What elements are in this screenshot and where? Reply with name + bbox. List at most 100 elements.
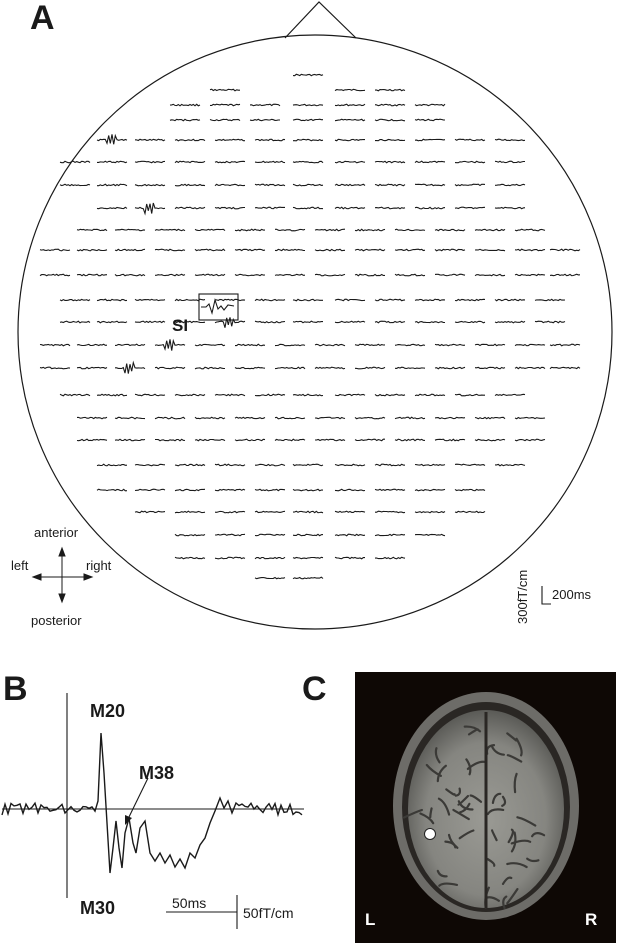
sensor-trace <box>292 533 324 537</box>
sensor-trace <box>154 248 186 252</box>
sensor-trace <box>334 160 366 164</box>
sulcus <box>419 812 435 825</box>
sensor-trace <box>254 393 286 397</box>
waveform-scale-time: 50ms <box>172 895 207 911</box>
sensor-trace <box>174 488 206 492</box>
sensor-trace <box>96 488 128 492</box>
sensor-trace <box>414 533 446 537</box>
sensor-trace <box>169 118 201 122</box>
sensor-trace <box>374 298 406 302</box>
sensor-trace <box>174 463 206 467</box>
sensor-trace <box>214 556 246 560</box>
sensor-trace <box>474 228 506 232</box>
sensor-trace <box>394 416 426 420</box>
sensor-trace <box>374 206 406 210</box>
sensor-trace <box>549 273 581 277</box>
sulcus <box>513 772 518 794</box>
sensor-trace <box>274 343 306 347</box>
sensor-trace <box>96 463 128 467</box>
sensor-trace <box>454 183 486 187</box>
sensor-trace <box>134 138 166 142</box>
sensor-trace <box>314 343 346 347</box>
waveform-trace <box>1 732 303 874</box>
peak-m38-label: M38 <box>139 763 175 783</box>
sensor-trace <box>234 438 266 442</box>
sulcus <box>491 792 502 804</box>
sensor-trace <box>76 273 108 277</box>
sensor-trace <box>375 138 406 142</box>
sulcus <box>501 795 507 807</box>
sensor-trace <box>434 228 466 232</box>
sulcus <box>458 802 471 814</box>
sensor-trace <box>249 103 281 107</box>
sensor-trace <box>77 416 108 420</box>
sulcus <box>457 794 470 806</box>
sensor-trace <box>114 248 146 252</box>
sensor-trace <box>314 248 346 252</box>
sensor-trace <box>39 366 71 370</box>
direction-posterior: posterior <box>31 613 82 628</box>
sensor-trace <box>96 320 128 324</box>
sensor-trace <box>434 273 466 277</box>
sensor-trace <box>154 416 186 420</box>
sensor-trace <box>249 118 280 122</box>
sensor-trace <box>334 320 366 324</box>
sensor-trace <box>494 138 526 142</box>
highlight-sensor-trace <box>201 297 235 316</box>
sensor-trace <box>254 510 286 514</box>
direction-right: right <box>86 558 112 573</box>
sulcus <box>486 808 505 816</box>
peak-m30-label: M30 <box>80 898 116 918</box>
head-scale-bar <box>541 586 551 605</box>
sensor-trace <box>514 343 546 347</box>
sensor-trace <box>354 438 385 442</box>
sensor-trace <box>334 138 366 142</box>
sensor-trace <box>454 320 486 324</box>
sulcus <box>491 829 498 842</box>
sensor-trace <box>514 366 546 370</box>
dipole-marker <box>424 828 436 840</box>
sensor-trace <box>514 248 546 252</box>
sensor-trace <box>214 463 246 467</box>
brain-sulci <box>402 725 546 910</box>
sensor-trace <box>374 463 406 467</box>
sensor-trace <box>292 206 324 210</box>
sensor-trace <box>59 298 91 302</box>
sensor-trace <box>174 393 206 397</box>
sensor-trace <box>174 138 206 142</box>
sulcus <box>526 857 540 863</box>
direction-anterior: anterior <box>34 525 79 540</box>
sensor-trace <box>174 556 206 560</box>
sensor-trace <box>76 248 108 252</box>
sulcus <box>506 862 528 869</box>
sensor-trace <box>474 273 506 277</box>
sensor-trace <box>354 343 386 347</box>
sensor-trace <box>494 206 526 210</box>
sulcus <box>506 732 518 742</box>
sulcus <box>490 744 505 756</box>
sensor-trace <box>76 228 108 232</box>
waveform-scale-bar <box>166 895 238 929</box>
sulcus <box>402 808 423 819</box>
sensor-trace <box>314 416 346 420</box>
sensor-trace <box>374 556 406 560</box>
sensor-trace <box>174 510 206 514</box>
sulcus <box>501 876 513 885</box>
sulcus <box>507 828 515 844</box>
sensor-trace <box>374 320 406 324</box>
sensor-trace <box>154 228 186 232</box>
sensor-trace <box>549 248 581 252</box>
sensor-trace <box>414 320 445 324</box>
sensor-trace <box>334 488 366 492</box>
sensor-trace <box>234 416 266 420</box>
sensor-trace <box>39 273 71 277</box>
mri-left-label: L <box>365 910 376 929</box>
sensor-trace <box>174 160 206 164</box>
sensor-trace <box>374 88 406 92</box>
sulcus <box>463 725 482 733</box>
sulcus <box>467 728 479 736</box>
sensor-trace <box>293 138 324 142</box>
sensor-trace <box>454 160 486 164</box>
sensor-trace <box>76 438 108 442</box>
sensor-trace <box>454 393 485 397</box>
